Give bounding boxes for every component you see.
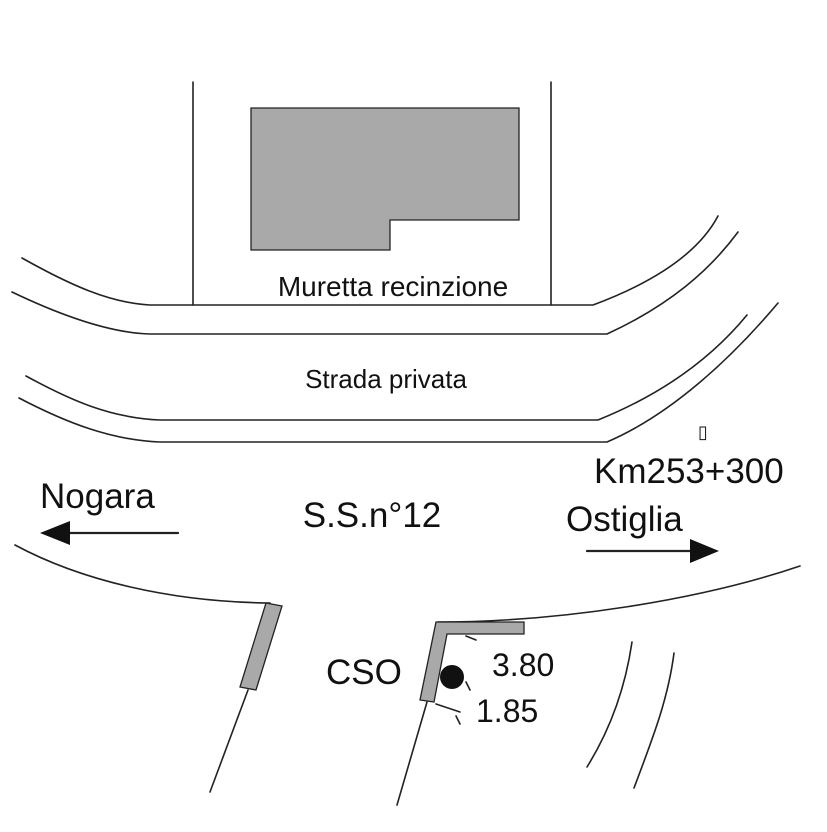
- dim-tick-a: [465, 635, 477, 641]
- side-road-left-edge: [209, 689, 249, 793]
- dimension-b-value: 1.85: [476, 693, 538, 729]
- building-footprint: [250, 107, 520, 251]
- private-road-edge-4: [18, 302, 779, 443]
- highway-edge-right: [437, 565, 801, 623]
- wall-label: Muretta recinzione: [278, 271, 508, 302]
- dimension-a-value: 3.80: [492, 647, 554, 683]
- direction-west-label: Nogara: [40, 477, 155, 516]
- marker-glyph: ▯: [698, 422, 708, 442]
- direction-east-label: Ostiglia: [566, 500, 683, 539]
- dim-tick-mid: [465, 681, 471, 691]
- dim-tick-b2: [455, 715, 461, 725]
- side-road-left-kerb: [239, 602, 283, 691]
- private-road-edge-1: [21, 215, 719, 306]
- station-label: CSO: [326, 653, 402, 692]
- station-point-icon: [440, 665, 464, 689]
- ditch-line-2: [633, 652, 675, 789]
- highway-edge-left: [14, 544, 271, 604]
- private-road-edge-3: [25, 314, 748, 421]
- station-kerb: [419, 621, 525, 703]
- dim-tick-b: [435, 703, 461, 713]
- arrow-west-head-icon: [40, 521, 70, 545]
- private-road-label: Strada privata: [305, 364, 467, 394]
- km-label: Km253+300: [594, 452, 784, 491]
- highway-label: S.S.n°12: [303, 496, 442, 535]
- arrow-east-head-icon: [690, 539, 719, 563]
- private-road-edge-2: [11, 231, 739, 335]
- side-road-right-edge: [396, 701, 428, 806]
- ditch-line-1: [586, 641, 633, 768]
